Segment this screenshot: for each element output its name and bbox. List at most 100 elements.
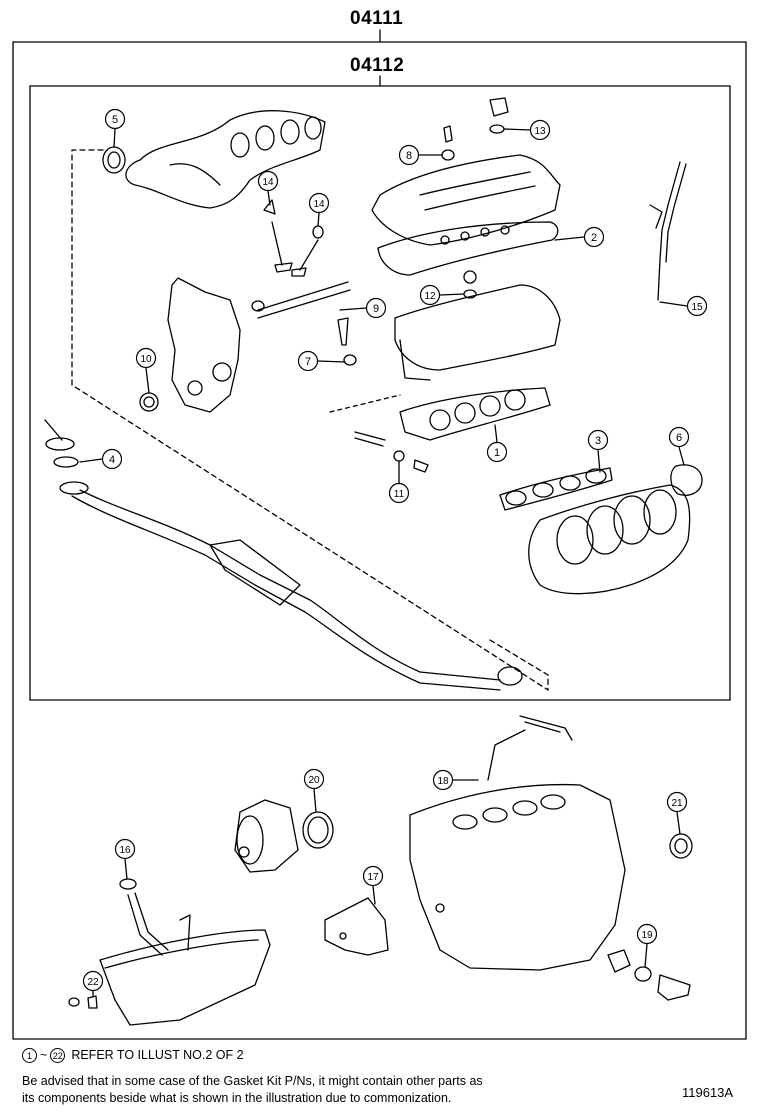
range-start-badge: 1 bbox=[22, 1048, 37, 1063]
callout-number: 8 bbox=[406, 150, 412, 162]
callout-19: 19 bbox=[636, 923, 658, 945]
outer-kit-frame bbox=[12, 41, 747, 1040]
intake-manifold-gasket bbox=[499, 467, 613, 511]
callout-1: 1 bbox=[486, 441, 508, 463]
callout-circle bbox=[529, 119, 551, 141]
callout-number: 10 bbox=[140, 354, 152, 365]
callout-circle bbox=[432, 769, 454, 791]
stud-bolt bbox=[354, 431, 429, 473]
drain-plug-gasket bbox=[68, 995, 98, 1009]
callout-circle bbox=[419, 284, 441, 306]
cylinder-head-gasket bbox=[399, 387, 551, 441]
range-end-badge: 22 bbox=[50, 1048, 66, 1063]
callout-circle bbox=[668, 426, 690, 448]
callout-number: 14 bbox=[313, 199, 325, 210]
callout-number: 3 bbox=[595, 435, 601, 447]
callout-circle bbox=[365, 297, 387, 319]
cylinder-head bbox=[394, 284, 561, 381]
head-cover-gasket bbox=[377, 221, 559, 276]
callout-circle bbox=[362, 865, 384, 887]
callout-circle bbox=[104, 108, 126, 130]
callout-2: 2 bbox=[583, 226, 605, 248]
callout-number: 15 bbox=[691, 302, 703, 313]
cylinder-block bbox=[409, 783, 626, 971]
callout-14: 14 bbox=[257, 170, 279, 192]
head-bolt-washer bbox=[463, 270, 477, 299]
exhaust-ring-gasket bbox=[102, 146, 126, 174]
intake-manifold bbox=[528, 484, 691, 595]
callout-circle bbox=[135, 347, 157, 369]
oil-pump-gasket bbox=[302, 811, 334, 849]
callout-number: 14 bbox=[262, 177, 274, 188]
refer-text: REFER TO ILLUST NO.2 OF 2 bbox=[71, 1048, 244, 1062]
callout-number: 13 bbox=[534, 126, 546, 137]
valve bbox=[263, 199, 293, 273]
callout-number: 16 bbox=[119, 845, 131, 856]
callout-number: 1 bbox=[494, 447, 500, 459]
callout-21: 21 bbox=[666, 791, 688, 813]
callout-number: 9 bbox=[373, 303, 379, 315]
range-separator: ~ bbox=[40, 1048, 48, 1062]
oil-pump bbox=[234, 799, 299, 873]
crankshaft-oil-seal bbox=[139, 392, 159, 412]
callout-3: 3 bbox=[587, 429, 609, 451]
engine-mount-bracket bbox=[324, 897, 389, 956]
rear-oil-seal bbox=[669, 833, 693, 859]
callout-number: 11 bbox=[394, 489, 405, 500]
callout-14: 14 bbox=[308, 192, 330, 214]
callout-10: 10 bbox=[135, 347, 157, 369]
cam-seal bbox=[337, 317, 357, 366]
reference-note: 1 ~ 22 REFER TO ILLUST NO.2 OF 2 bbox=[22, 1047, 244, 1064]
callout-circle bbox=[486, 441, 508, 463]
callout-number: 12 bbox=[424, 291, 436, 302]
callout-17: 17 bbox=[362, 865, 384, 887]
callout-circle bbox=[82, 970, 104, 992]
callout-9: 9 bbox=[365, 297, 387, 319]
callout-18: 18 bbox=[432, 769, 454, 791]
callout-circle bbox=[257, 170, 279, 192]
callout-number: 22 bbox=[87, 977, 99, 988]
callout-number: 20 bbox=[308, 775, 320, 786]
exhaust-pipe bbox=[44, 419, 523, 691]
callout-number: 4 bbox=[109, 454, 115, 466]
water-inlet bbox=[607, 949, 691, 1001]
callout-circle bbox=[308, 192, 330, 214]
callout-number: 7 bbox=[305, 356, 311, 368]
callout-circle bbox=[101, 448, 123, 470]
callout-6: 6 bbox=[668, 426, 690, 448]
spark-plug-tube-seal bbox=[441, 125, 455, 161]
callout-number: 2 bbox=[591, 232, 597, 244]
callout-7: 7 bbox=[297, 350, 319, 372]
callout-number: 18 bbox=[437, 776, 449, 787]
callout-circle bbox=[587, 429, 609, 451]
valve bbox=[291, 225, 324, 277]
callout-11: 11 bbox=[388, 482, 410, 504]
oil-strainer bbox=[119, 878, 191, 956]
callout-8: 8 bbox=[398, 144, 420, 166]
callout-number: 17 bbox=[367, 872, 379, 883]
callout-circle bbox=[297, 350, 319, 372]
callout-circle bbox=[114, 838, 136, 860]
callout-circle bbox=[686, 295, 708, 317]
figure-number: 119613A bbox=[682, 1085, 734, 1100]
callout-circle bbox=[398, 144, 420, 166]
callout-22: 22 bbox=[82, 970, 104, 992]
oil-pan bbox=[99, 929, 271, 1026]
callout-circle bbox=[303, 768, 325, 790]
callout-circle bbox=[636, 923, 658, 945]
camshaft bbox=[251, 281, 351, 319]
exhaust-manifold bbox=[125, 110, 326, 209]
callout-16: 16 bbox=[114, 838, 136, 860]
cylinder-head-cover bbox=[371, 154, 561, 246]
callout-15: 15 bbox=[686, 295, 708, 317]
callout-number: 19 bbox=[641, 930, 653, 941]
callout-12: 12 bbox=[419, 284, 441, 306]
timing-chain-cover bbox=[167, 277, 241, 413]
callout-circle bbox=[666, 791, 688, 813]
callout-5: 5 bbox=[104, 108, 126, 130]
oil-level-gauge bbox=[649, 161, 687, 301]
dashed-leader bbox=[329, 394, 401, 413]
advisory-line-2: its components beside what is shown in t… bbox=[22, 1091, 452, 1105]
oil-gauge-guide bbox=[487, 715, 573, 781]
